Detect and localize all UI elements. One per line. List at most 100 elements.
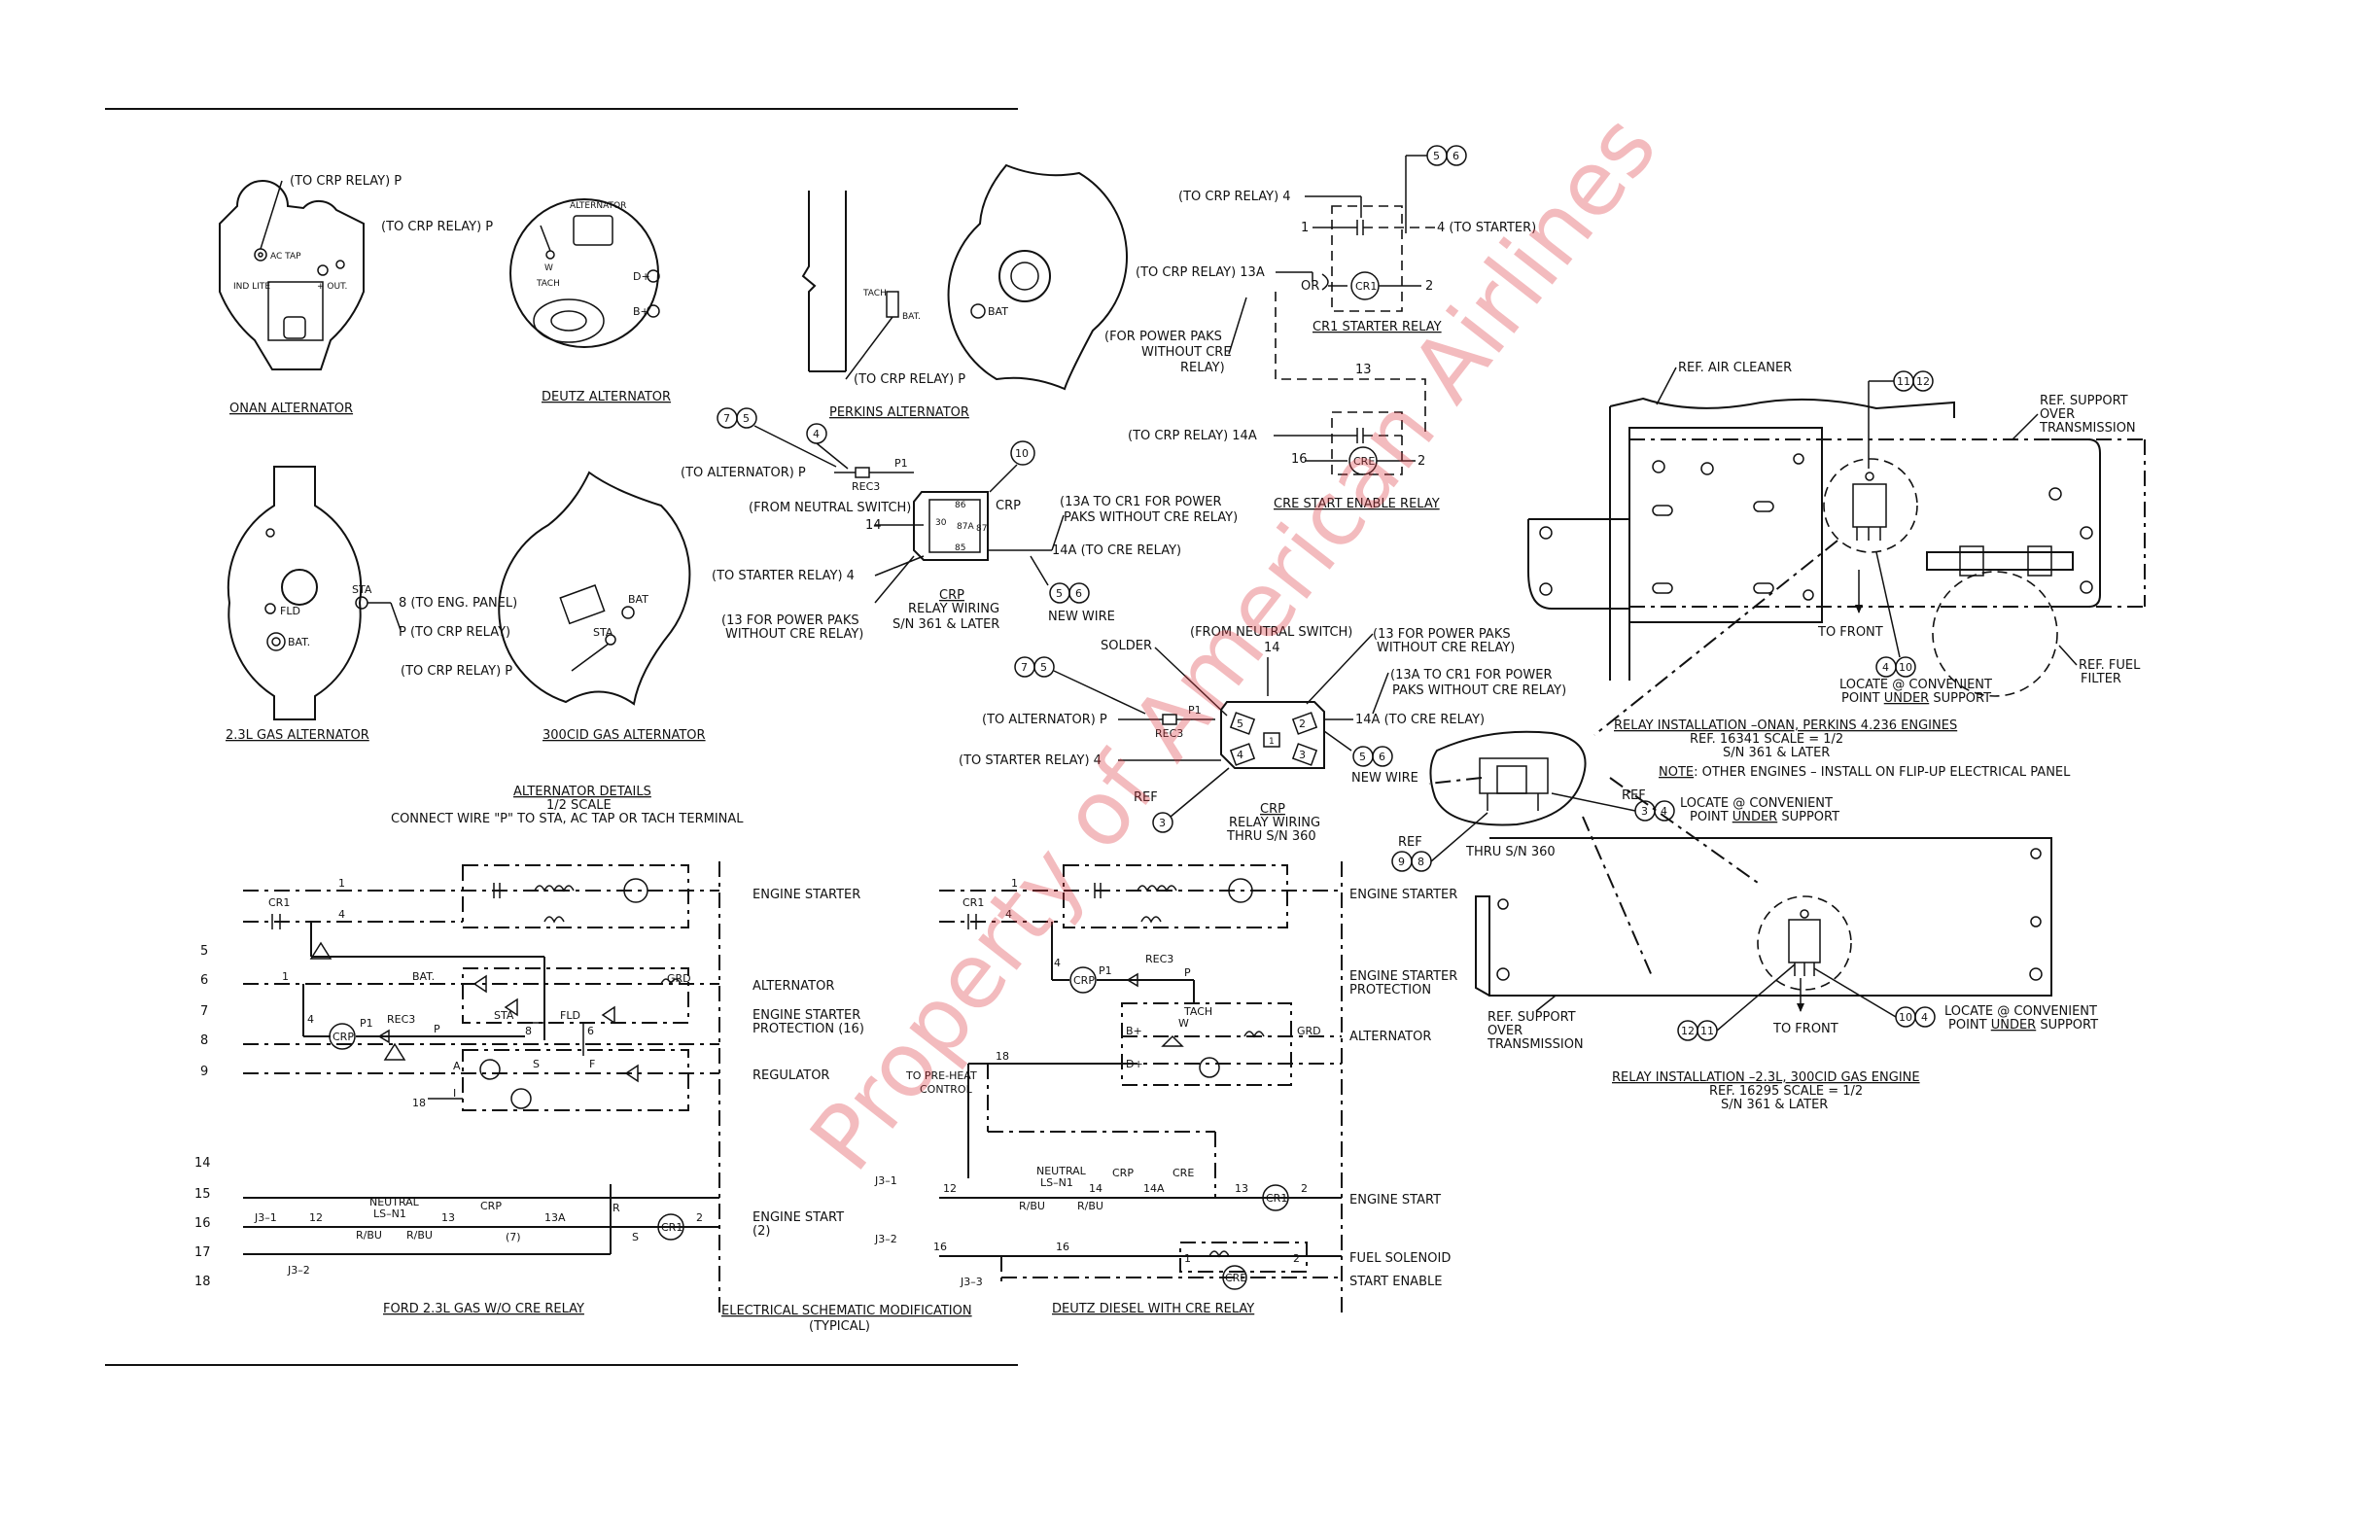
relay-a-87a: 87A	[957, 522, 974, 532]
cr1-circle-6: 6	[1452, 150, 1459, 162]
relay-b-p13-2: WITHOUT CRE RELAY)	[1377, 641, 1515, 655]
right-w2: 2	[1301, 1182, 1308, 1195]
right-label-alternator: ALTERNATOR	[1349, 1030, 1431, 1044]
left-w6: 6	[587, 1025, 594, 1037]
right-neutral: NEUTRAL	[1036, 1165, 1087, 1177]
relay-a-to-cre: 14A (TO CRE RELAY)	[1052, 543, 1181, 558]
install-top-note: NOTE: OTHER ENGINES – INSTALL ON FLIP-UP…	[1659, 765, 2071, 780]
relay-installation-onan-perkins: REF. AIR CLEANER 11 12 REF. SUPPORT OVER…	[1527, 361, 2146, 780]
install-bottom-support-3: TRANSMISSION	[1487, 1037, 1584, 1052]
relay-a-from-neutral: (FROM NEUTRAL SWITCH)	[749, 501, 911, 515]
install-top-support-2: OVER	[2040, 407, 2075, 422]
install-bottom-ref-2: REF	[1398, 835, 1422, 850]
install-top-support-1: REF. SUPPORT	[2040, 394, 2128, 408]
row-17: 17	[194, 1245, 211, 1260]
install-bottom-locate-1b: LOCATE @ CONVENIENT	[1944, 1004, 2097, 1019]
cr1-term-2: 2	[1425, 279, 1433, 294]
relay-a-p13-2: WITHOUT CRE RELAY)	[725, 627, 863, 642]
onan-alternator-title: ONAN ALTERNATOR	[229, 402, 353, 416]
install-bottom-locate-2b: POINT UNDER SUPPORT	[1948, 1018, 2098, 1032]
schematic-mod-2: (TYPICAL)	[809, 1319, 870, 1334]
relay-a-p13-1: (13 FOR POWER PAKS	[721, 613, 859, 628]
install-top-support-3: TRANSMISSION	[2039, 421, 2136, 436]
left-label-alternator: ALTERNATOR	[752, 979, 834, 994]
relay-a-87: 87	[976, 524, 987, 534]
gas300-sta-label: STA	[593, 626, 613, 639]
left-rbu1: R/BU	[356, 1229, 382, 1242]
relay-a-14: 14	[865, 518, 882, 533]
right-cre: CRE	[1172, 1167, 1194, 1179]
right-p1: P1	[1099, 964, 1112, 977]
relay-b-caption-1: CRP	[1260, 802, 1285, 817]
relay-a-caption-1: CRP	[939, 588, 964, 603]
relay-b-term-4: 4	[1237, 749, 1243, 761]
left-label-regulator: REGULATOR	[752, 1068, 829, 1083]
relay-a-p1: P1	[894, 457, 908, 470]
alternator-details-note: CONNECT WIRE "P" TO STA, AC TAP OR TACH …	[391, 812, 744, 826]
left-w8: 8	[525, 1025, 532, 1037]
perkins-alternator: TACH BAT. BAT (TO CRP RELAY) P PERKINS A…	[801, 163, 1128, 420]
relay-b-caption-2: RELAY WIRING	[1229, 816, 1320, 830]
left-w1: 1	[338, 877, 345, 890]
deutz-tach-label: TACH	[536, 279, 560, 289]
cre-start-enable-relay: (TO CRP RELAY) 14A 16 CRE 2 CRE START EN…	[1128, 411, 1440, 511]
relay-b-rec3: REC3	[1155, 727, 1183, 740]
left-w12: 12	[309, 1211, 323, 1224]
relay-b-to-starter: (TO STARTER RELAY) 4	[959, 753, 1102, 768]
relay-a-circle-7: 7	[723, 412, 730, 425]
install-bottom-title: RELAY INSTALLATION –2.3L, 300CID GAS ENG…	[1612, 1070, 1920, 1085]
right-w: W	[1178, 1017, 1189, 1030]
install-bottom-thru: THRU S/N 360	[1465, 845, 1556, 859]
relay-a-circle-5b: 5	[1056, 587, 1063, 600]
cr1-to-crp13a: (TO CRP RELAY) 13A	[1136, 265, 1265, 280]
right-cr1-coil: CR1	[1266, 1192, 1287, 1205]
install-bottom-sn: S/N 361 & LATER	[1721, 1098, 1828, 1112]
cr1-pp1: (FOR POWER PAKS	[1104, 330, 1222, 344]
install-top-air-cleaner: REF. AIR CLEANER	[1678, 361, 1792, 375]
install-bottom-circle-9: 9	[1398, 856, 1405, 868]
right-w16: 16	[933, 1241, 947, 1253]
relay-b-term-5: 5	[1237, 718, 1243, 730]
gas300-to-crp-label: (TO CRP RELAY) P	[401, 664, 512, 679]
cr1-pp2: WITHOUT CRE	[1141, 345, 1232, 360]
right-w2c: 2	[1293, 1252, 1300, 1265]
left-i: I	[453, 1087, 456, 1100]
left-w13a: 13A	[544, 1211, 566, 1224]
install-top-locate-2: POINT UNDER SUPPORT	[1841, 691, 1991, 706]
install-bottom-circle-3: 3	[1641, 805, 1648, 818]
cr1-title: CR1 STARTER RELAY	[1312, 320, 1442, 334]
gas-23l-alternator: STA FLD BAT. 8 (TO ENG. PANEL) P (TO CRP…	[226, 466, 517, 743]
install-top-locate-1: LOCATE @ CONVENIENT	[1839, 678, 1992, 692]
relay-installation-gas: REF 3 4 LOCATE @ CONVENIENT POINT UNDER …	[1391, 730, 2098, 1112]
deutz-bplus-label: B+	[633, 305, 649, 318]
deutz-header-label: ALTERNATOR	[570, 201, 626, 211]
relay-a-new-wire: NEW WIRE	[1048, 610, 1115, 624]
right-w14a: 14A	[1143, 1182, 1165, 1195]
row-5: 5	[200, 944, 208, 959]
cr1-term-1: 1	[1301, 221, 1309, 235]
deutz-dplus-label: D+	[633, 270, 650, 283]
relay-b-14: 14	[1264, 641, 1280, 655]
onan-out-label: + OUT.	[317, 282, 347, 292]
relay-a-85: 85	[955, 543, 965, 553]
right-bplus: B+	[1126, 1025, 1142, 1037]
left-a: A	[453, 1060, 461, 1072]
left-p: P	[434, 1023, 440, 1035]
left-neutral: NEUTRAL	[369, 1196, 420, 1208]
relay-a-circle-6: 6	[1075, 587, 1082, 600]
alternator-details-title: ALTERNATOR DETAILS	[513, 785, 651, 799]
left-grd: GRD	[667, 972, 691, 985]
right-j32: J3–2	[874, 1233, 897, 1245]
cr1-starter-relay: 5 6 (TO CRP RELAY) 4 1 4 (TO STARTER) (T…	[1104, 145, 1536, 438]
right-rbu2: R/BU	[1077, 1200, 1103, 1212]
relay-a-circle-10: 10	[1015, 447, 1029, 460]
row-8: 8	[200, 1033, 208, 1048]
left-lsn1: LS–N1	[373, 1208, 406, 1220]
left-rbu2: R/BU	[406, 1229, 433, 1242]
row-numbers: 5 6 7 8 9 14 15 16 17 18	[194, 944, 211, 1289]
install-bottom-support-1: REF. SUPPORT	[1488, 1010, 1576, 1025]
install-bottom-support-2: OVER	[1488, 1024, 1522, 1038]
relay-a-circle-4: 4	[813, 428, 820, 440]
relay-b-to-alt: (TO ALTERNATOR) P	[982, 713, 1107, 727]
install-top-to-front: TO FRONT	[1817, 625, 1883, 640]
